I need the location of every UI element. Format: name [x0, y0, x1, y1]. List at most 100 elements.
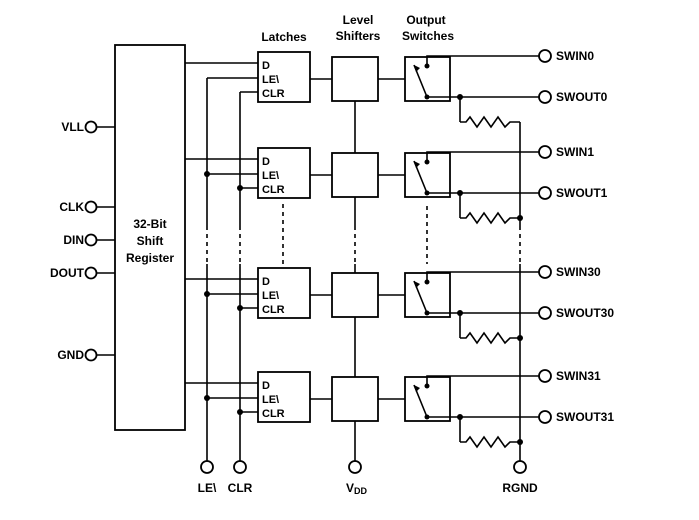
swin31-label: SWIN31 — [556, 369, 601, 383]
din-terminal — [84, 233, 98, 247]
clr-terminal — [233, 460, 247, 474]
swin0-label: SWIN0 — [556, 49, 594, 63]
latch-1-d-label: D — [262, 156, 270, 168]
latch-30-clr-label: CLR — [262, 304, 285, 316]
shift-register: 32-Bit Shift Register — [114, 44, 186, 431]
pin-dout: DOUT — [50, 266, 115, 280]
node-dot-0 — [457, 94, 463, 100]
pin-vll: VLL — [61, 120, 115, 134]
latch-box-31 — [257, 371, 311, 423]
node-dot-30 — [457, 310, 463, 316]
resistor-30 — [460, 331, 520, 345]
gnd-label: GND — [57, 348, 84, 362]
latch-0-d-label: D — [262, 60, 270, 72]
latch-31-d-label: D — [262, 380, 270, 392]
pin-swout0: SWOUT0 — [538, 90, 608, 104]
latch-0-le-label: LE\ — [262, 74, 279, 86]
swout0-label: SWOUT0 — [556, 90, 608, 104]
switch-symbol-31 — [413, 383, 430, 420]
latch-30-d-label: D — [262, 276, 270, 288]
pin-gnd: GND — [57, 348, 115, 362]
vll-label: VLL — [61, 120, 84, 134]
latch-box-30 — [257, 267, 311, 319]
le-terminal — [200, 460, 214, 474]
pin-vdd: VDD — [346, 460, 368, 496]
le-rail — [204, 78, 210, 461]
resistor-0 — [460, 115, 520, 129]
node-dot-31 — [457, 414, 463, 420]
pin-swout1: SWOUT1 — [538, 186, 608, 200]
shift-register-label-line2: Shift — [137, 234, 164, 248]
switch-symbol-30 — [413, 279, 430, 316]
pin-swin30: SWIN30 — [538, 265, 601, 279]
clk-label: CLK — [59, 200, 84, 214]
swout0-terminal — [538, 90, 552, 104]
swout1-label: SWOUT1 — [556, 186, 608, 200]
pin-rgnd: RGND — [502, 460, 538, 495]
pin-clk: CLK — [59, 200, 115, 214]
latch-31-le-label: LE\ — [262, 394, 279, 406]
swout31-terminal — [538, 410, 552, 424]
dout-label: DOUT — [50, 266, 85, 280]
row-1-wires — [185, 151, 539, 218]
pin-din: DIN — [63, 233, 115, 247]
header-output-switches-line2: Switches — [402, 29, 454, 43]
row-0-wires — [185, 55, 539, 122]
pin-clr: CLR — [228, 460, 253, 495]
din-label: DIN — [63, 233, 84, 247]
shift-register-box — [114, 44, 186, 431]
level-shifter-box-1 — [331, 152, 379, 198]
latch-30-le-label: LE\ — [262, 290, 279, 302]
swin30-terminal — [538, 265, 552, 279]
pin-swout31: SWOUT31 — [538, 410, 614, 424]
swout30-terminal — [538, 306, 552, 320]
switch-arrow-0 — [414, 65, 420, 72]
level-shifter-box-0 — [331, 56, 379, 102]
level-shifter-box-30 — [331, 272, 379, 318]
header-latches: Latches — [261, 30, 307, 44]
latch-31-clr-label: CLR — [262, 408, 285, 420]
level-shifter-box-31 — [331, 376, 379, 422]
swin0-terminal — [538, 49, 552, 63]
header-output-switches-line1: Output — [406, 13, 445, 27]
dout-terminal — [84, 266, 98, 280]
switch-symbol-1 — [413, 159, 430, 196]
rgnd-pin-label: RGND — [502, 481, 538, 495]
swin1-label: SWIN1 — [556, 145, 594, 159]
row-31-wires — [185, 375, 539, 442]
pin-le: LE\ — [198, 460, 217, 495]
le-pin-label: LE\ — [198, 481, 217, 495]
pin-swout30: SWOUT30 — [538, 306, 614, 320]
latch-1-le-label: LE\ — [262, 170, 279, 182]
channel-row-0: D LE\ CLR SWIN0 SWOUT0 — [185, 49, 608, 129]
continuation-dashes — [282, 204, 428, 264]
latch-0-clr-label: CLR — [262, 88, 285, 100]
vdd-terminal — [348, 460, 362, 474]
pin-swin0: SWIN0 — [538, 49, 594, 63]
gnd-terminal — [84, 348, 98, 362]
switch-arrow-30 — [414, 281, 420, 288]
latch-box-0 — [257, 51, 311, 103]
shift-register-label-line1: 32-Bit — [133, 217, 166, 231]
swin30-label: SWIN30 — [556, 265, 601, 279]
latch-box-1 — [257, 147, 311, 199]
switch-symbol-0 — [413, 63, 430, 100]
vdd-pin-label: VDD — [346, 481, 368, 496]
row-30-wires — [185, 271, 539, 338]
pin-swin1: SWIN1 — [538, 145, 594, 159]
swin31-terminal — [538, 369, 552, 383]
channel-row-31: D LE\ CLR SWIN31 SWOUT31 — [185, 369, 614, 449]
swout31-label: SWOUT31 — [556, 410, 614, 424]
header-level-shifters-line2: Shifters — [336, 29, 381, 43]
rgnd-terminal — [513, 460, 527, 474]
swin1-terminal — [538, 145, 552, 159]
clr-pin-label: CLR — [228, 481, 253, 495]
swout30-label: SWOUT30 — [556, 306, 614, 320]
switch-arrow-31 — [414, 385, 420, 392]
channel-row-1: D LE\ CLR SWIN1 SWOUT1 — [185, 145, 608, 225]
latch-1-clr-label: CLR — [262, 184, 285, 196]
channel-row-30: D LE\ CLR SWIN30 SWOUT30 — [185, 265, 614, 345]
swout1-terminal — [538, 186, 552, 200]
